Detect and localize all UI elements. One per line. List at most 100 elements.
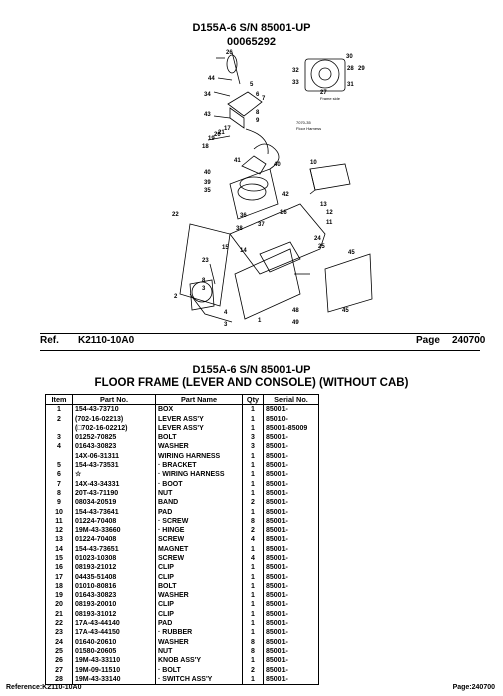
qty-cell: 1 bbox=[242, 628, 264, 638]
part-no-cell: ☆ bbox=[72, 470, 156, 480]
part-no-cell: 154-43-73531 bbox=[72, 460, 156, 471]
svg-text:21: 21 bbox=[218, 130, 225, 136]
svg-text:7070-35: 7070-35 bbox=[296, 120, 311, 125]
svg-text:29: 29 bbox=[358, 66, 365, 72]
col-item: Item bbox=[45, 393, 73, 406]
part-name-cell: · BOLT bbox=[155, 665, 243, 675]
item-cell: 7 bbox=[45, 479, 73, 489]
qty-cell: 1 bbox=[242, 591, 264, 601]
svg-text:10: 10 bbox=[310, 160, 317, 166]
qty-cell: 3 bbox=[242, 442, 264, 452]
qty-cell: 8 bbox=[242, 516, 264, 527]
part-name-cell: LEVER ASS'Y bbox=[155, 414, 243, 424]
svg-text:19: 19 bbox=[208, 136, 215, 142]
qty-cell: 1 bbox=[242, 460, 264, 471]
ref-rule-bottom bbox=[40, 350, 480, 351]
serial-no-cell: 85001- bbox=[263, 581, 319, 592]
part-no-cell: 154-43-73710 bbox=[72, 404, 156, 415]
part-name-cell: CLIP bbox=[155, 600, 243, 610]
part-no-cell: 154-43-73641 bbox=[72, 507, 156, 517]
part-no-cell: 08193-31012 bbox=[72, 609, 156, 620]
part-no-cell: 01580-20605 bbox=[72, 646, 156, 657]
part-name-cell: · BOOT bbox=[155, 479, 243, 489]
svg-text:41: 41 bbox=[234, 158, 241, 164]
part-no-cell: 01023-10308 bbox=[72, 553, 156, 564]
part-no-cell: 01643-30823 bbox=[72, 442, 156, 452]
svg-text:40: 40 bbox=[204, 170, 211, 176]
part-no-cell: 08034-20519 bbox=[72, 498, 156, 508]
serial-no-cell: 85001- bbox=[263, 572, 319, 582]
serial-no-cell: 85001- bbox=[263, 498, 319, 508]
item-cell: 16 bbox=[45, 563, 73, 573]
qty-cell: 1 bbox=[242, 423, 264, 434]
part-name-cell: · SCREW bbox=[155, 516, 243, 527]
part-no-cell: 19M-43-33140 bbox=[72, 674, 156, 686]
svg-text:14: 14 bbox=[240, 248, 247, 254]
serial-no-cell: 85001- bbox=[263, 674, 319, 686]
part-name-cell: NUT bbox=[155, 488, 243, 499]
serial-no-cell: 85001-85009 bbox=[263, 423, 319, 434]
qty-cell: 8 bbox=[242, 637, 264, 647]
serial-no-cell: 85001- bbox=[263, 479, 319, 489]
qty-cell: 1 bbox=[242, 414, 264, 424]
part-name-cell: CLIP bbox=[155, 609, 243, 620]
item-cell: 2 bbox=[45, 414, 73, 424]
svg-text:3: 3 bbox=[202, 286, 206, 292]
ref-value: K2110-10A0 bbox=[78, 335, 135, 346]
part-name-cell: BOLT bbox=[155, 433, 243, 443]
section-title: FLOOR FRAME (LEVER AND CONSOLE) (WITHOUT… bbox=[94, 377, 409, 389]
qty-cell: 2 bbox=[242, 526, 264, 536]
svg-text:26: 26 bbox=[226, 50, 233, 56]
part-name-cell: PAD bbox=[155, 619, 243, 629]
page-label: Page bbox=[416, 335, 440, 346]
part-name-cell: CLIP bbox=[155, 572, 243, 582]
part-name-cell: NUT bbox=[155, 646, 243, 657]
page-value: 240700 bbox=[452, 335, 486, 346]
part-name-cell: SCREW bbox=[155, 553, 243, 564]
item-cell: 8 bbox=[45, 488, 73, 499]
svg-text:11: 11 bbox=[326, 220, 333, 226]
part-name-cell: PAD bbox=[155, 507, 243, 517]
svg-text:5: 5 bbox=[250, 82, 254, 88]
part-no-cell: 01640-20610 bbox=[72, 637, 156, 647]
document-code: 00065292 bbox=[227, 36, 276, 48]
part-name-cell: KNOB ASS'Y bbox=[155, 656, 243, 666]
part-no-cell: 19M-43-33110 bbox=[72, 656, 156, 666]
svg-text:39: 39 bbox=[204, 180, 211, 186]
part-no-cell: 14X-06-31311 bbox=[72, 451, 156, 461]
part-name-cell: · SWITCH ASS'Y bbox=[155, 674, 243, 686]
qty-cell: 1 bbox=[242, 479, 264, 489]
item-cell: 21 bbox=[45, 609, 73, 620]
serial-no-cell: 85001- bbox=[263, 563, 319, 573]
serial-no-cell: 85001- bbox=[263, 619, 319, 629]
item-cell: 13 bbox=[45, 535, 73, 545]
part-no-cell: 08193-20010 bbox=[72, 600, 156, 610]
svg-text:9: 9 bbox=[256, 118, 260, 124]
svg-text:37: 37 bbox=[258, 222, 265, 228]
ref-label: Ref. bbox=[40, 335, 59, 346]
svg-text:17: 17 bbox=[224, 126, 231, 132]
item-cell: 27 bbox=[45, 665, 73, 675]
serial-no-cell: 85001- bbox=[263, 600, 319, 610]
item-cell: 20 bbox=[45, 600, 73, 610]
col-part-name: Part Name bbox=[155, 393, 243, 406]
item-cell: 3 bbox=[45, 433, 73, 443]
svg-text:36: 36 bbox=[240, 213, 247, 219]
svg-text:30: 30 bbox=[346, 54, 353, 60]
item-cell: 11 bbox=[45, 516, 73, 527]
serial-no-cell: 85001- bbox=[263, 609, 319, 620]
item-cell: 23 bbox=[45, 628, 73, 638]
serial-no-cell: 85001- bbox=[263, 507, 319, 517]
item-cell: 15 bbox=[45, 553, 73, 564]
